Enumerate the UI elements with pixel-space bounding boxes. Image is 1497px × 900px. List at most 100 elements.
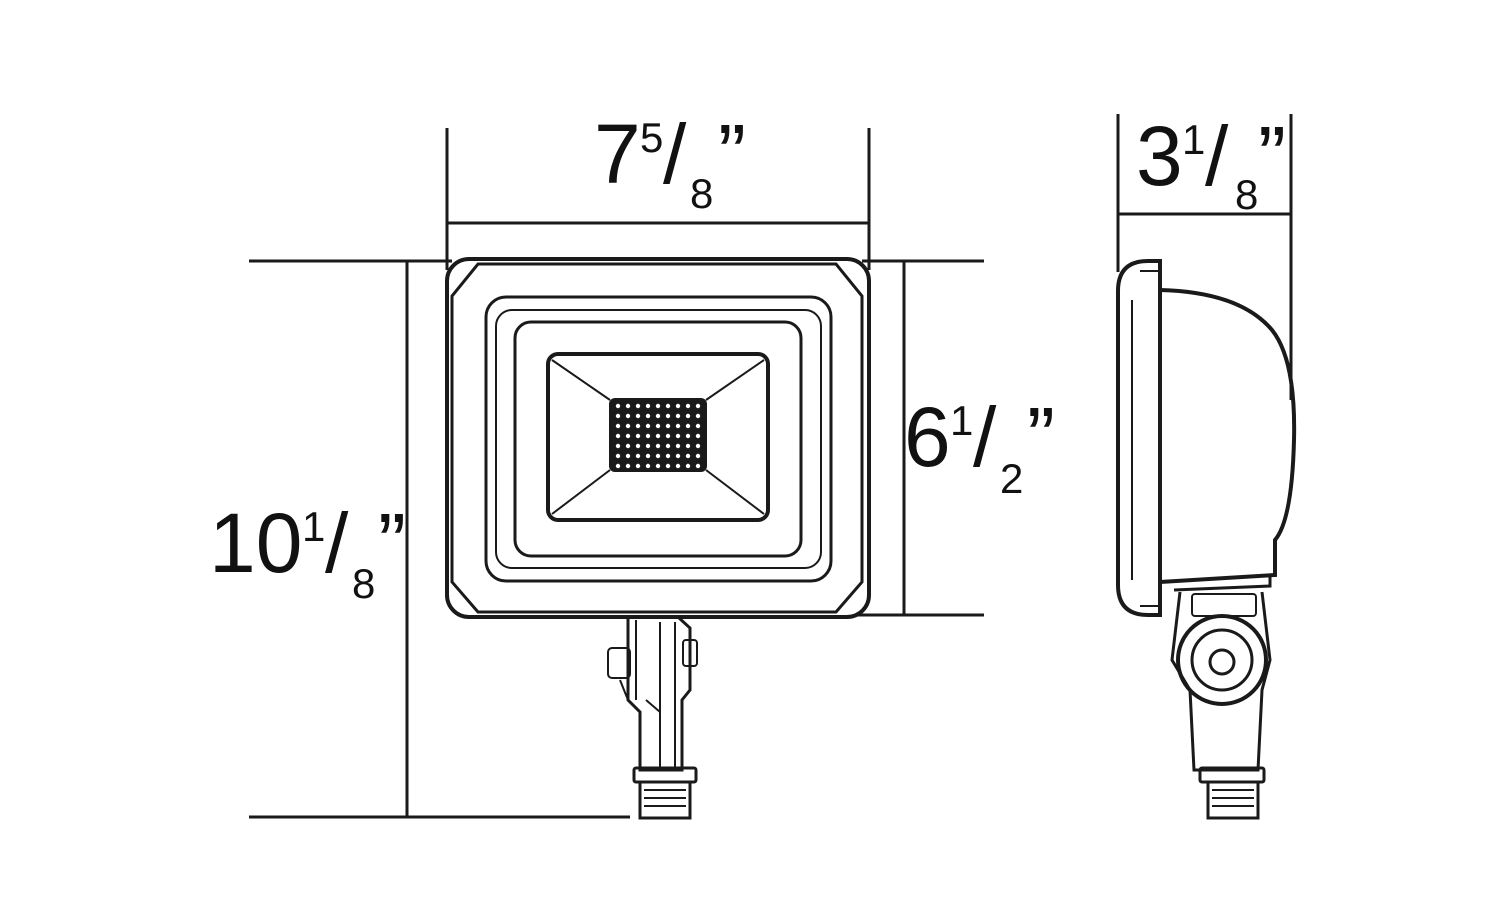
depth-denominator: 8	[1235, 171, 1258, 218]
led-dot	[625, 413, 631, 419]
led-dot	[695, 463, 701, 469]
side-dome	[1159, 288, 1297, 584]
led-dot	[665, 463, 671, 469]
led-dot	[615, 443, 621, 449]
led-dot	[645, 443, 651, 449]
led-dot	[695, 443, 701, 449]
led-array	[615, 403, 701, 469]
led-dot	[685, 463, 691, 469]
width-label: 7 5 / 8 ”	[594, 107, 746, 217]
side-housing	[1116, 259, 1162, 617]
front-view	[445, 257, 871, 820]
led-dot	[615, 453, 621, 459]
head-height-dim-line	[857, 259, 984, 617]
led-dot	[665, 413, 671, 419]
front-frame-outer	[484, 295, 833, 583]
led-dot	[635, 443, 641, 449]
width-slash: /	[663, 107, 687, 201]
front-reflector-facets	[551, 359, 765, 515]
side-mount	[1170, 591, 1272, 820]
front-reflector	[546, 352, 770, 522]
led-dot	[655, 443, 661, 449]
width-numerator: 5	[640, 114, 663, 161]
overall-height-unit: ”	[378, 496, 406, 590]
led-dot	[655, 453, 661, 459]
depth-unit: ”	[1258, 109, 1286, 203]
led-dot	[665, 403, 671, 409]
led-dot	[625, 423, 631, 429]
led-dot	[655, 413, 661, 419]
led-dot	[635, 433, 641, 439]
led-dot	[615, 463, 621, 469]
depth-numerator: 1	[1182, 116, 1205, 163]
led-dot	[655, 403, 661, 409]
led-dot	[685, 403, 691, 409]
led-dot	[665, 443, 671, 449]
led-dot	[675, 403, 681, 409]
side-dome-base	[1173, 574, 1272, 592]
led-dot	[695, 413, 701, 419]
overall-height-whole: 10	[209, 496, 302, 590]
led-dot	[645, 403, 651, 409]
led-dot	[625, 463, 631, 469]
led-dot	[635, 413, 641, 419]
led-dot	[685, 433, 691, 439]
led-dot	[685, 413, 691, 419]
dimension-lines	[249, 114, 1293, 819]
led-dot	[635, 403, 641, 409]
led-dot	[615, 423, 621, 429]
width-unit: ”	[718, 107, 746, 201]
front-frame-step	[495, 309, 822, 569]
side-view	[1116, 259, 1297, 820]
width-denominator: 8	[690, 170, 713, 217]
led-dot	[685, 443, 691, 449]
head-height-denominator: 2	[1000, 455, 1023, 502]
led-dot	[695, 403, 701, 409]
led-dot	[655, 433, 661, 439]
depth-dim-line	[1116, 114, 1293, 400]
width-dim-line	[445, 128, 871, 270]
head-height-slash: /	[973, 390, 997, 484]
led-dot	[625, 443, 631, 449]
led-dot	[665, 453, 671, 459]
depth-whole: 3	[1136, 109, 1183, 203]
overall-height-slash: /	[325, 496, 349, 590]
overall-height-dim-line	[249, 259, 630, 819]
head-height-numerator: 1	[950, 397, 973, 444]
led-dot	[665, 433, 671, 439]
led-dot	[675, 443, 681, 449]
led-dot	[655, 423, 661, 429]
led-dot	[685, 423, 691, 429]
depth-label: 3 1 / 8 ”	[1136, 109, 1286, 218]
led-dot	[685, 453, 691, 459]
head-height-label: 6 1 / 2 ”	[904, 390, 1055, 502]
led-dot	[645, 413, 651, 419]
side-lens-edge	[1131, 270, 1158, 607]
front-housing	[445, 257, 871, 619]
led-dot	[635, 453, 641, 459]
width-whole: 7	[594, 107, 641, 201]
front-lens-frame	[513, 320, 803, 558]
head-height-whole: 6	[904, 390, 951, 484]
led-dot	[675, 413, 681, 419]
front-bezel	[450, 262, 864, 614]
head-height-unit: ”	[1027, 390, 1055, 484]
led-dot	[615, 403, 621, 409]
led-dot	[625, 433, 631, 439]
led-dot	[675, 463, 681, 469]
front-mount	[607, 615, 698, 820]
led-dot	[615, 433, 621, 439]
led-dot	[625, 403, 631, 409]
led-dot	[645, 433, 651, 439]
overall-height-label: 10 1 / 8 ”	[209, 496, 406, 607]
led-dot	[665, 423, 671, 429]
led-dot	[695, 433, 701, 439]
led-dot	[675, 423, 681, 429]
overall-height-denominator: 8	[352, 560, 375, 607]
led-dot	[645, 463, 651, 469]
led-dot	[695, 453, 701, 459]
led-dot	[655, 463, 661, 469]
led-dot	[645, 453, 651, 459]
led-dot	[675, 453, 681, 459]
